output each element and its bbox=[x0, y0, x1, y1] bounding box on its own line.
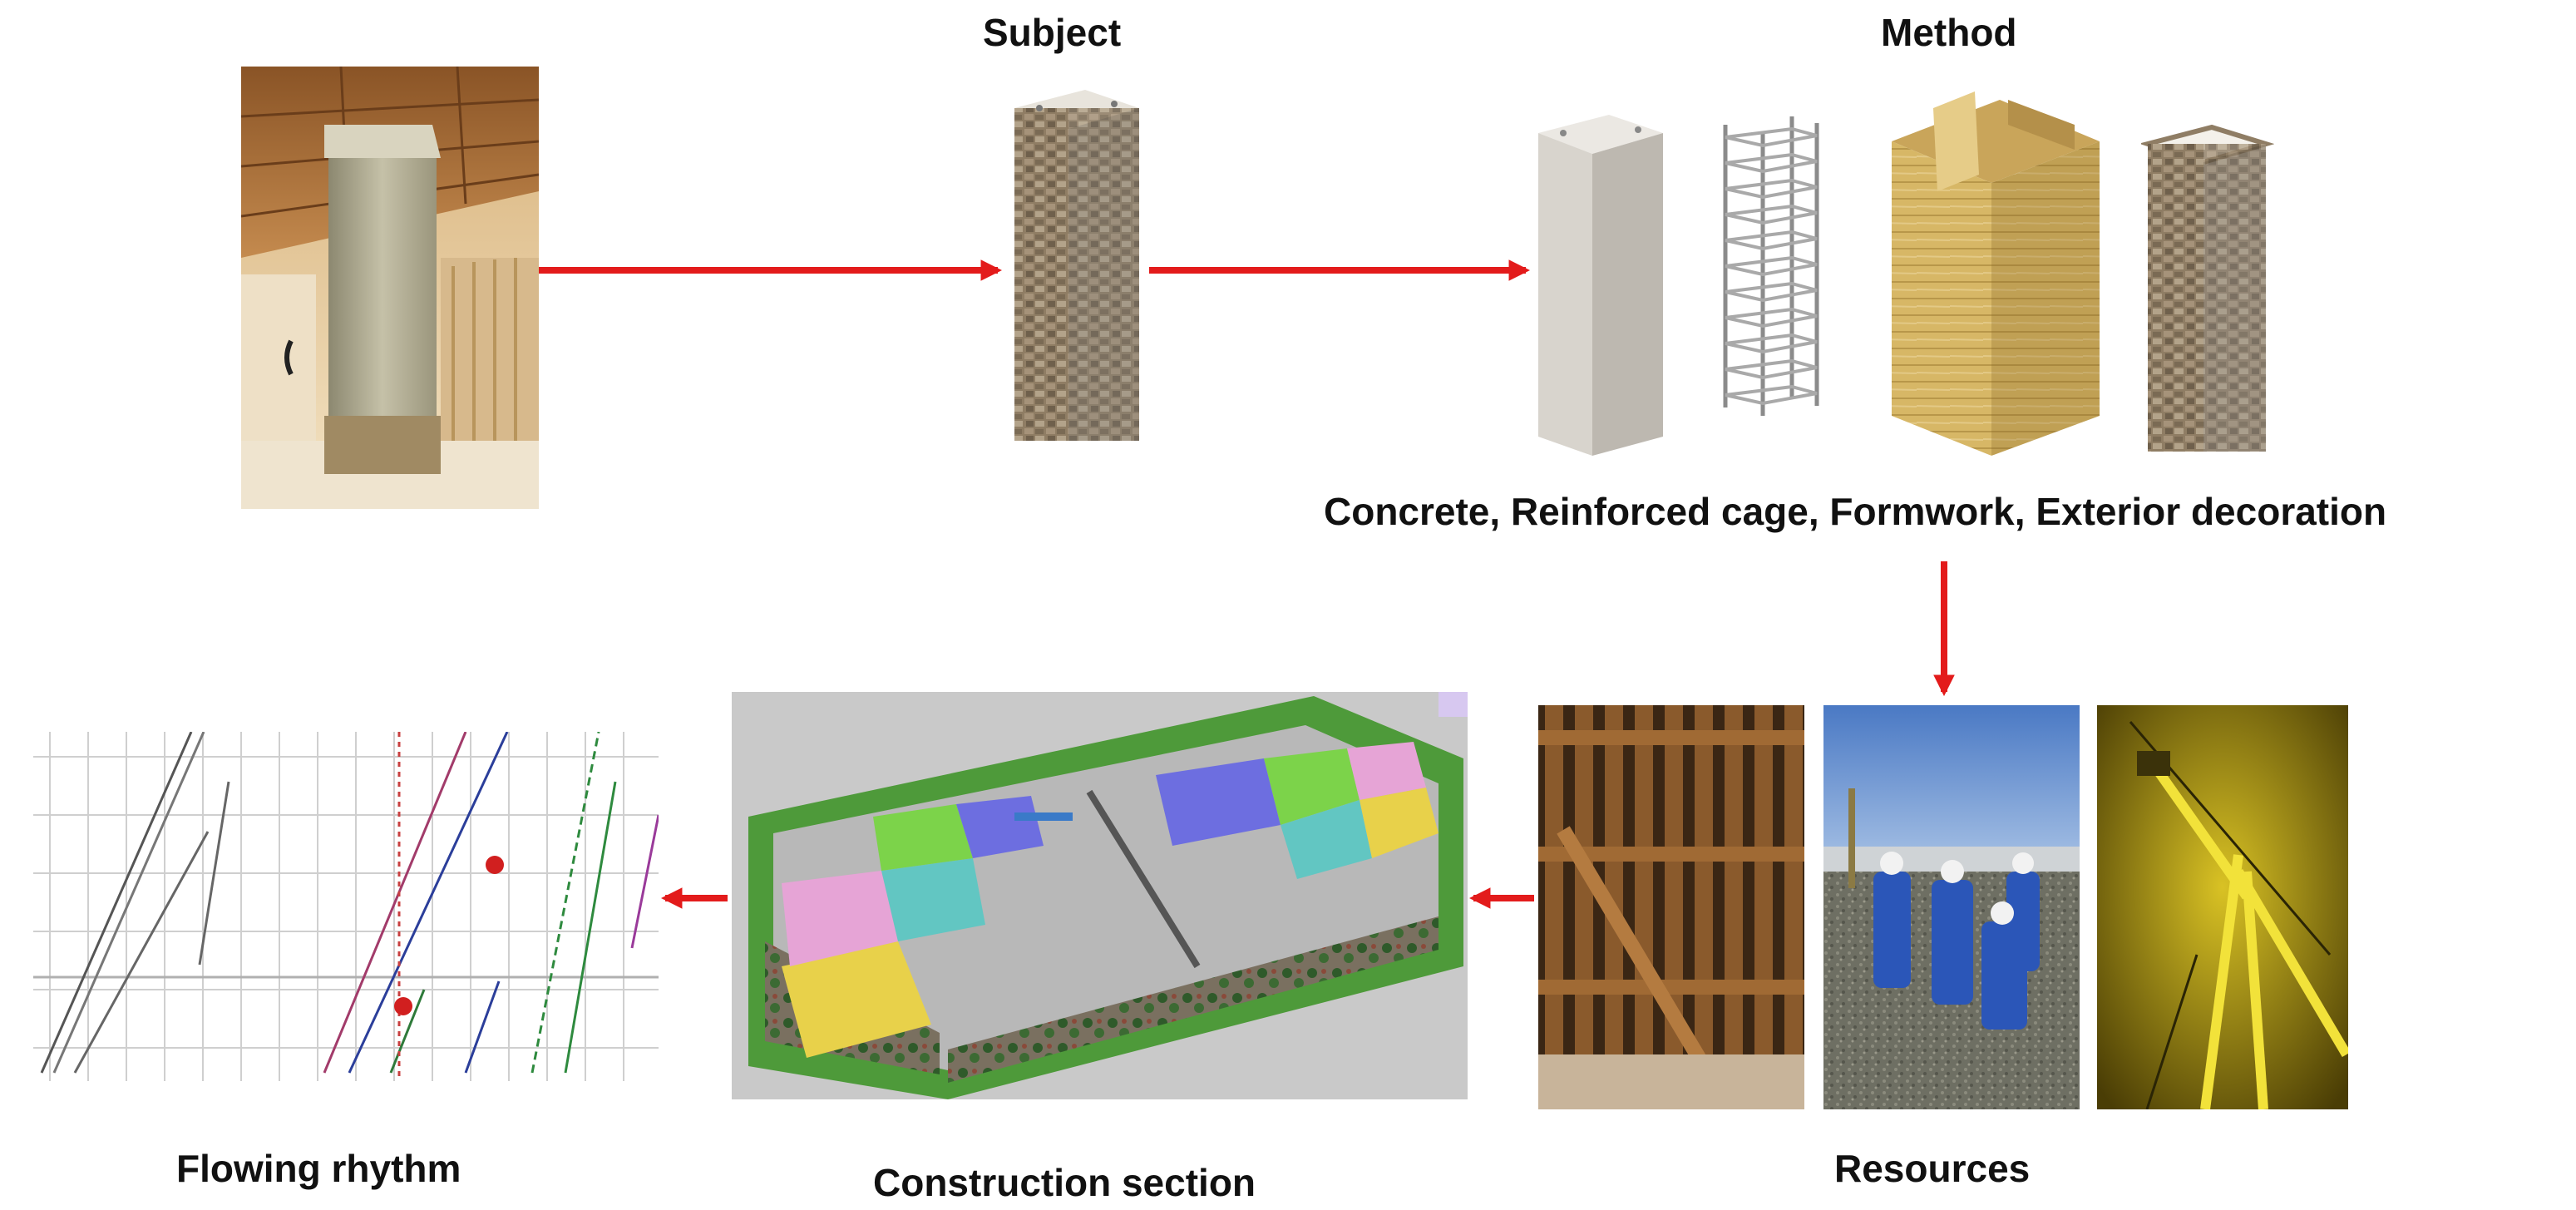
resources-label: Resources bbox=[1834, 1147, 2031, 1190]
resources-crane-photo bbox=[2097, 705, 2348, 1109]
subject-label: Subject bbox=[983, 11, 1122, 54]
resources-formwork-photo bbox=[1538, 705, 1804, 1109]
flowing-rhythm-label: Flowing rhythm bbox=[176, 1147, 461, 1190]
method-items-caption: Concrete, Reinforced cage, Formwork, Ext… bbox=[1324, 490, 2387, 533]
stone-column-illustration bbox=[1002, 83, 1147, 442]
flowing-rhythm-chart bbox=[33, 732, 659, 1081]
interior-column-photo bbox=[241, 67, 539, 509]
method-label: Method bbox=[1881, 11, 2017, 54]
resources-workers-photo bbox=[1823, 705, 2080, 1109]
concrete-column-illustration bbox=[1530, 108, 1671, 457]
exterior-decoration-column-illustration bbox=[2141, 121, 2274, 453]
construction-section-label: Construction section bbox=[873, 1161, 1256, 1204]
construction-section-site-plan bbox=[732, 692, 1468, 1099]
reinforced-cage-illustration bbox=[1713, 108, 1829, 424]
formwork-illustration bbox=[1883, 83, 2108, 457]
